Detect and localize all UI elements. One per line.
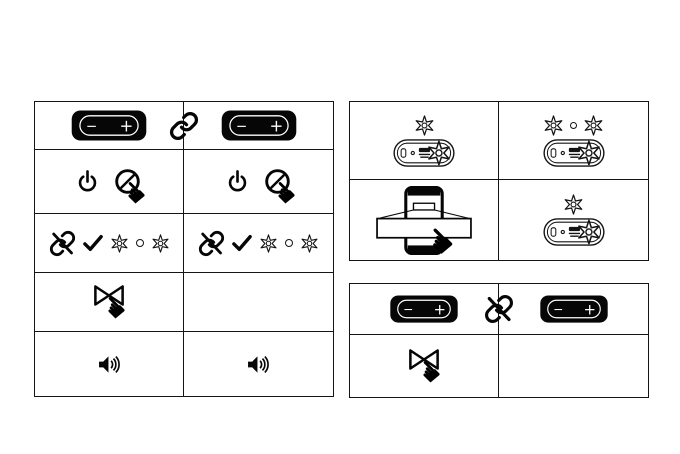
speaker-capsule-device <box>393 139 455 167</box>
power-icon <box>227 170 248 193</box>
unlink-overlay <box>484 294 514 324</box>
speaker-device-icon <box>538 295 610 323</box>
pairing-r3c1 <box>35 213 183 272</box>
pairing-r3c2 <box>183 213 333 272</box>
no-press-circle-icon <box>264 168 291 195</box>
led-flash-icon <box>414 115 435 136</box>
play-pause-icon <box>94 285 124 306</box>
no-press-circle-icon <box>114 168 141 195</box>
speaker-device-icon <box>70 110 148 141</box>
unlink-icon <box>198 230 225 257</box>
power-icon <box>77 170 98 193</box>
play-tap-group: ☚ <box>93 285 134 328</box>
led-flash-icon <box>583 115 604 136</box>
led-flash-icon <box>543 115 564 136</box>
pairing-r1c1 <box>35 102 183 149</box>
unpair-r2c1: ☚ <box>350 334 498 397</box>
unpair-r2c2 <box>498 334 648 397</box>
connect-r1c2 <box>498 102 648 179</box>
connect-r1c1 <box>350 102 498 179</box>
pairing-r4c1: ☚ <box>35 272 183 331</box>
dot-icon <box>135 239 144 247</box>
led-flash-icon <box>259 234 278 253</box>
led-blink-sequence <box>543 115 604 136</box>
unpair-r1c1 <box>350 284 498 334</box>
pairing-r4c2 <box>183 272 333 331</box>
unpair-r1c2 <box>498 284 648 334</box>
check-icon <box>232 234 252 252</box>
led-flash-icon <box>300 234 319 253</box>
unlink-icon <box>484 294 514 324</box>
dot-icon <box>570 121 577 129</box>
pairing-r5c1 <box>35 331 183 396</box>
connect-r2c2 <box>498 179 648 260</box>
phone-tap-banner <box>371 186 477 255</box>
link-icon <box>169 111 199 141</box>
speaker-device-icon <box>388 295 460 323</box>
bluetooth-connect-table: ☚ <box>349 101 649 265</box>
tws-unpair-table: ☚ <box>349 283 649 398</box>
press-group: ☚ <box>113 168 154 213</box>
led-flash-icon <box>110 234 129 253</box>
phone-tap-group: ☚ <box>371 186 477 265</box>
play-tap-group: ☚ <box>408 349 449 392</box>
connect-r2c1: ☚ <box>350 179 498 265</box>
speaker-capsule-device <box>543 218 605 246</box>
pairing-r5c2 <box>183 331 333 396</box>
led-flash-icon <box>151 234 170 253</box>
volume-icon <box>98 355 121 374</box>
unlink-icon <box>49 230 76 257</box>
pairing-r1c2 <box>183 102 333 149</box>
check-icon <box>83 234 103 252</box>
play-pause-icon <box>409 349 439 370</box>
speaker-device-icon <box>220 110 298 141</box>
led-flash-icon <box>563 194 584 215</box>
press-group: ☚ <box>262 168 304 213</box>
tws-pairing-table: ☚ ☚ ☚ <box>34 101 334 397</box>
speaker-capsule-device <box>543 139 605 167</box>
volume-icon <box>247 355 270 374</box>
pairing-r2c1: ☚ <box>35 149 183 213</box>
pairing-r2c2: ☚ <box>183 149 333 213</box>
link-overlay <box>169 111 199 141</box>
dot-icon <box>285 239 293 247</box>
